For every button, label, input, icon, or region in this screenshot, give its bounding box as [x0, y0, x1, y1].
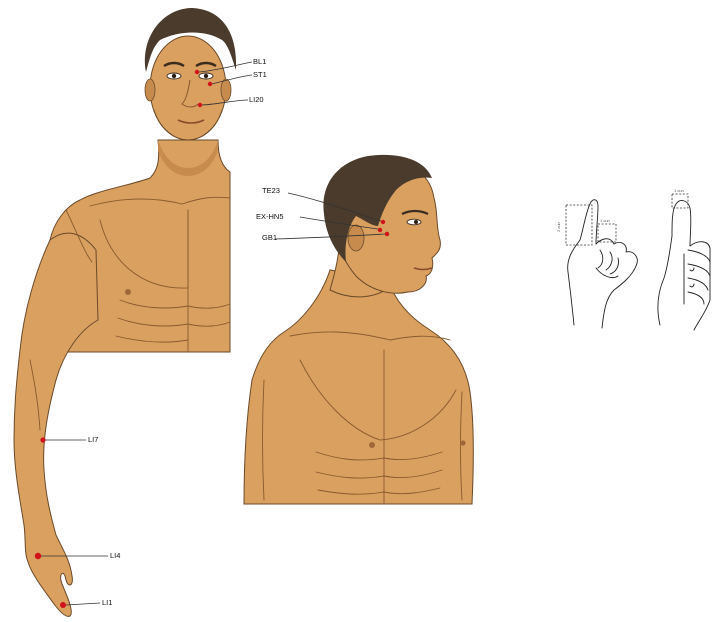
label-st1: ST1 [253, 70, 267, 79]
label-li1: LI1 [102, 598, 112, 607]
side-nipple-right [460, 440, 465, 445]
acupoint-bl1 [195, 70, 199, 74]
acupoint-te23 [381, 220, 385, 224]
label-te23: TE23 [262, 186, 280, 195]
left-measure-label-small: 1 cun [600, 218, 610, 223]
left-measure-label-tall: 2 cun [556, 222, 561, 232]
front-pupil-left [172, 74, 176, 78]
left-measure-box-small [598, 224, 616, 242]
hand-right-fingers [688, 250, 710, 304]
front-arm [14, 233, 98, 616]
right-measure-label: 1 cun [674, 188, 684, 193]
front-pupil-right [204, 74, 208, 78]
label-li4: LI4 [110, 551, 120, 560]
acupoint-li20 [198, 103, 202, 107]
label-ex-hn5: EX-HN5 [256, 212, 284, 221]
label-bl1: BL1 [253, 57, 266, 66]
front-ear-left [145, 79, 155, 101]
acupoint-ex-hn5 [378, 228, 382, 232]
label-gb1: GB1 [262, 233, 277, 242]
label-li20: LI20 [249, 95, 264, 104]
acupoint-li7 [40, 437, 45, 442]
hand-left-fingers [596, 250, 619, 278]
acupoint-st1 [208, 82, 212, 86]
label-li7: LI7 [88, 435, 98, 444]
front-ear-right [221, 79, 231, 101]
acupoint-gb1 [385, 232, 389, 236]
acupoint-li4 [35, 553, 41, 559]
side-pupil [414, 220, 418, 224]
left-measure-box-tall [566, 205, 592, 245]
acupoint-li1 [60, 602, 66, 608]
side-nipple-left [369, 442, 375, 448]
side-figure [244, 155, 473, 504]
side-torso [244, 270, 473, 504]
hand-sketch-right: 1 cun [658, 188, 710, 330]
front-figure [14, 8, 236, 616]
hand-sketch-left: 2 cun 1 cun [556, 200, 637, 328]
leader-li1 [66, 603, 100, 605]
side-ear [348, 225, 364, 251]
front-nipple [125, 289, 131, 295]
